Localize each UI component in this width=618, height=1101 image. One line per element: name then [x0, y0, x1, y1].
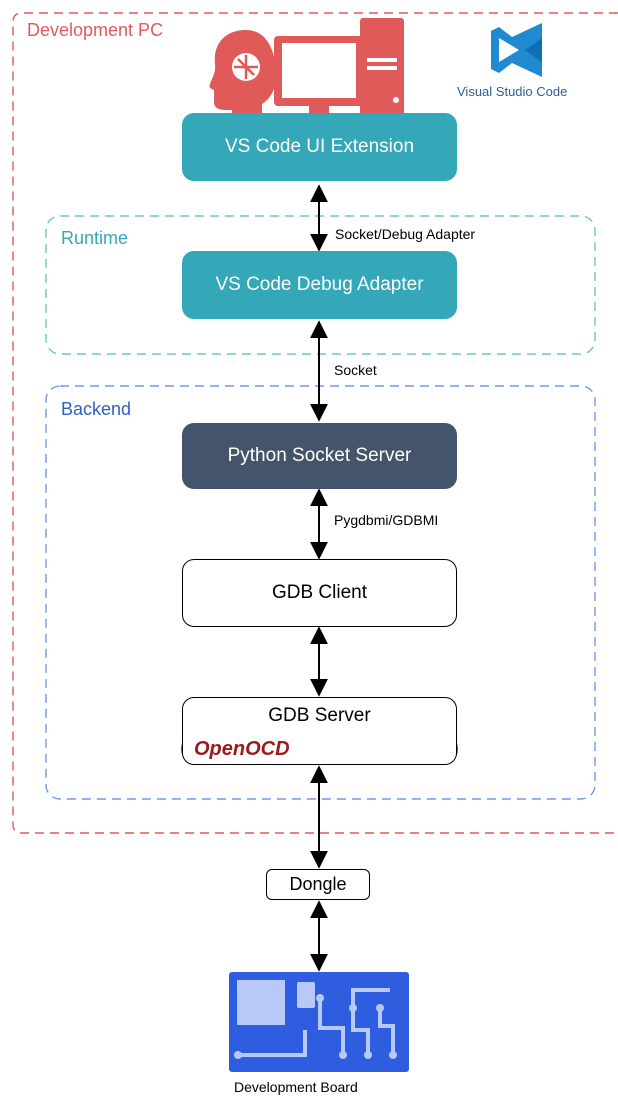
development-board-icon: [229, 972, 409, 1072]
gdb-server-node: GDB Server: [182, 697, 457, 765]
vscode-brand-text: Visual Studio Code: [457, 84, 568, 99]
pygdbmi-gdbmi-label: Pygdbmi/GDBMI: [334, 512, 439, 528]
development-pc-label: Development PC: [27, 20, 164, 40]
development-board-label: Development Board: [234, 1079, 358, 1095]
dongle-node: Dongle: [266, 869, 370, 900]
openocd-logo-text: OpenOCD: [194, 738, 290, 760]
vs-code-ui-extension-node: VS Code UI Extension: [182, 113, 457, 181]
segger-logo-label: SEGGER: [377, 751, 403, 757]
socket-label: Socket: [334, 362, 377, 378]
computer-icon: [274, 18, 404, 120]
openocd-logo: OpenOCD: [194, 737, 290, 761]
vscode-icon: [491, 23, 542, 77]
vs-code-debug-adapter-node: VS Code Debug Adapter: [182, 251, 457, 319]
socket-debug-adapter-label: Socket/Debug Adapter: [335, 226, 476, 242]
gdb-client-node: GDB Client: [182, 559, 457, 627]
python-socket-server-node: Python Socket Server: [182, 423, 457, 489]
development-pc-zone: [12, 12, 618, 834]
backend-label: Backend: [61, 399, 132, 419]
head-icon: [209, 30, 277, 124]
runtime-label: Runtime: [61, 228, 129, 248]
gdb-server-label: GDB Server: [268, 705, 371, 726]
